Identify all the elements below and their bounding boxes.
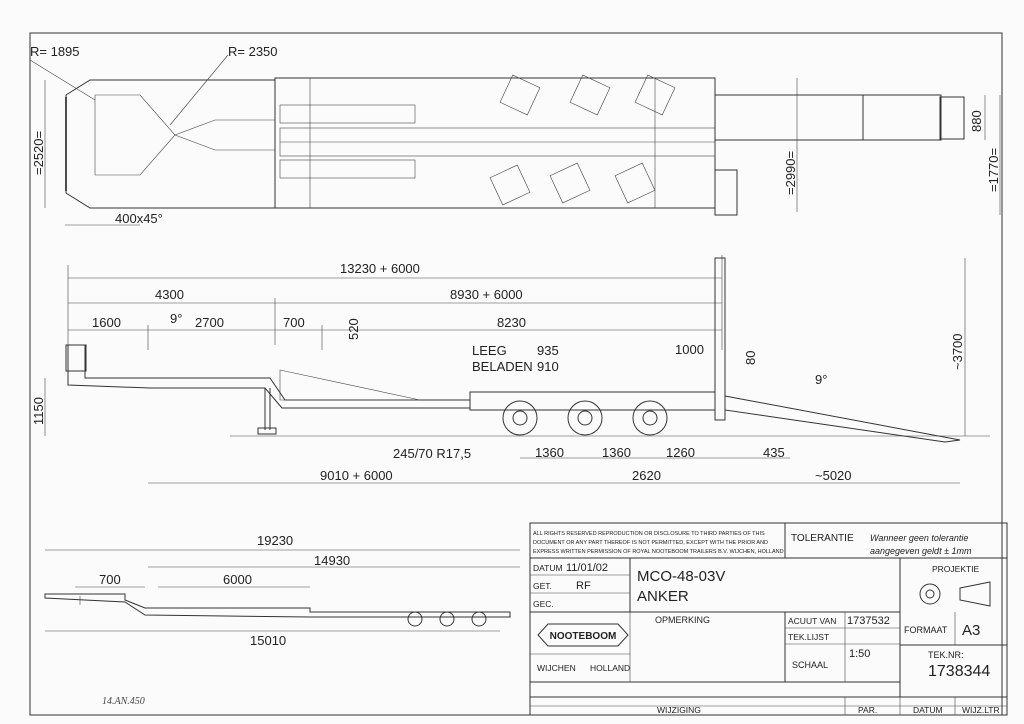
get-value: RF xyxy=(576,580,591,592)
anker-label: ANKER xyxy=(637,588,689,605)
ramp-up xyxy=(714,257,726,421)
ramp-down xyxy=(724,395,961,443)
get-label: GET. xyxy=(533,581,552,591)
angle-9-rear: 9° xyxy=(815,372,827,387)
tolerantie-label: TOLERANTIE xyxy=(791,533,854,544)
par-label: PAR. xyxy=(858,705,877,715)
handwritten-note: 14.AN.450 xyxy=(102,696,145,707)
small-trailer xyxy=(44,593,511,618)
small-view: 19230 14930 700 6000 15010 xyxy=(44,533,520,648)
datum-label: DATUM xyxy=(533,563,563,573)
leeg-label: LEEG xyxy=(472,343,507,358)
dim-435: 435 xyxy=(763,445,785,460)
projection-symbol xyxy=(919,581,991,607)
dim-19230: 19230 xyxy=(257,533,293,548)
teknr-label: TEK.NR: xyxy=(928,650,964,660)
dim-total-length: 13230 + 6000 xyxy=(340,261,420,276)
opmerking-label: OPMERKING xyxy=(655,615,710,625)
leeg-value: 935 xyxy=(537,343,559,358)
radius-2350: R= 2350 xyxy=(228,44,278,59)
acuut-label: ACUUT VAN xyxy=(788,616,836,626)
wijz-label: WIJZ.LTR xyxy=(962,705,1000,715)
dim-14930: 14930 xyxy=(314,553,350,568)
dim-8930: 8930 + 6000 xyxy=(450,287,523,302)
title-block: ALL RIGHTS RESERVED REPRODUCTION OR DISC… xyxy=(529,522,1008,716)
dim-chamfer: 400x45° xyxy=(115,211,163,226)
dim-1600: 1600 xyxy=(92,315,121,330)
wijziging-label: WIJZIGING xyxy=(657,705,701,715)
acuut-value: 1737532 xyxy=(847,615,890,627)
holland-label: HOLLAND xyxy=(590,663,630,673)
tolerantie-text-2: aangegeven geldt ± 1mm xyxy=(870,546,972,556)
schaal-value: 1:50 xyxy=(849,648,870,660)
dim-520: 520 xyxy=(346,318,361,340)
beladen-value: 910 xyxy=(537,359,559,374)
dim-3700: ~3700 xyxy=(950,333,965,370)
rights-line-2: DOCUMENT OR ANY PART THEREOF IS NOT PERM… xyxy=(533,540,768,546)
dim-2620: 2620 xyxy=(632,468,661,483)
top-view: R= 1895 R= 2350 =2520= 400x45° =2990= 88… xyxy=(29,44,1001,226)
gooseneck-deck xyxy=(65,79,276,209)
beladen-label: BELADEN xyxy=(472,359,533,374)
wheels xyxy=(502,400,668,436)
tyre-size: 245/70 R17,5 xyxy=(393,446,471,461)
rights-line-3: EXPRESS WRITTEN PERMISSION OF ROYAL NOOT… xyxy=(533,549,784,555)
dim-1000: 1000 xyxy=(675,342,704,357)
dim-axle-1360b: 1360 xyxy=(602,445,631,460)
datum-value: 11/01/02 xyxy=(566,562,608,574)
dim-2990: =2990= xyxy=(783,151,798,195)
dim-9010: 9010 + 6000 xyxy=(320,468,393,483)
dim-8230: 8230 xyxy=(497,315,526,330)
sheet-border xyxy=(29,32,1003,716)
schaal-label: SCHAAL xyxy=(792,660,828,670)
wijchen-label: WIJCHEN xyxy=(537,663,576,673)
dim-80: 80 xyxy=(743,351,758,365)
projektie-label: PROJEKTIE xyxy=(932,564,980,574)
ramp-top xyxy=(714,94,864,141)
dim-axle-1360a: 1360 xyxy=(535,445,564,460)
gec-label: GEC. xyxy=(533,599,554,609)
dim-4300: 4300 xyxy=(155,287,184,302)
dim-880: 880 xyxy=(969,110,984,132)
dim-6000: 6000 xyxy=(223,572,252,587)
kingpin-plate xyxy=(94,94,176,176)
dim-axle-1260: 1260 xyxy=(666,445,695,460)
svg-text:NOOTEBOOM: NOOTEBOOM xyxy=(550,631,617,642)
dim-5020: ~5020 xyxy=(815,468,852,483)
dim-2520: =2520= xyxy=(31,131,46,175)
dim-2700: 2700 xyxy=(195,315,224,330)
trailer-frame xyxy=(67,344,471,409)
side-view: 13230 + 6000 4300 8930 + 6000 1600 9° 27… xyxy=(31,255,990,484)
nooteboom-logo: NOOTEBOOM xyxy=(537,623,629,647)
tolerantie-text-1: Wanneer geen tolerantie xyxy=(870,533,968,543)
dim-1150: 1150 xyxy=(31,397,46,425)
dim-small-700: 700 xyxy=(99,572,121,587)
model-number: MCO-48-03V xyxy=(637,568,725,585)
tek-lijst-label: TEK.LIJST xyxy=(788,632,829,642)
radius-1895: R= 1895 xyxy=(30,44,80,59)
angle-9-front: 9° xyxy=(170,311,182,326)
dim-1770: =1770= xyxy=(986,148,1001,192)
datum2-label: DATUM xyxy=(913,705,943,715)
dim-700: 700 xyxy=(283,315,305,330)
rights-line-1: ALL RIGHTS RESERVED REPRODUCTION OR DISC… xyxy=(533,531,765,537)
dim-15010: 15010 xyxy=(250,633,286,648)
formaat-value: A3 xyxy=(962,622,980,639)
teknr-value: 1738344 xyxy=(928,663,990,680)
formaat-label: FORMAAT xyxy=(904,625,948,635)
